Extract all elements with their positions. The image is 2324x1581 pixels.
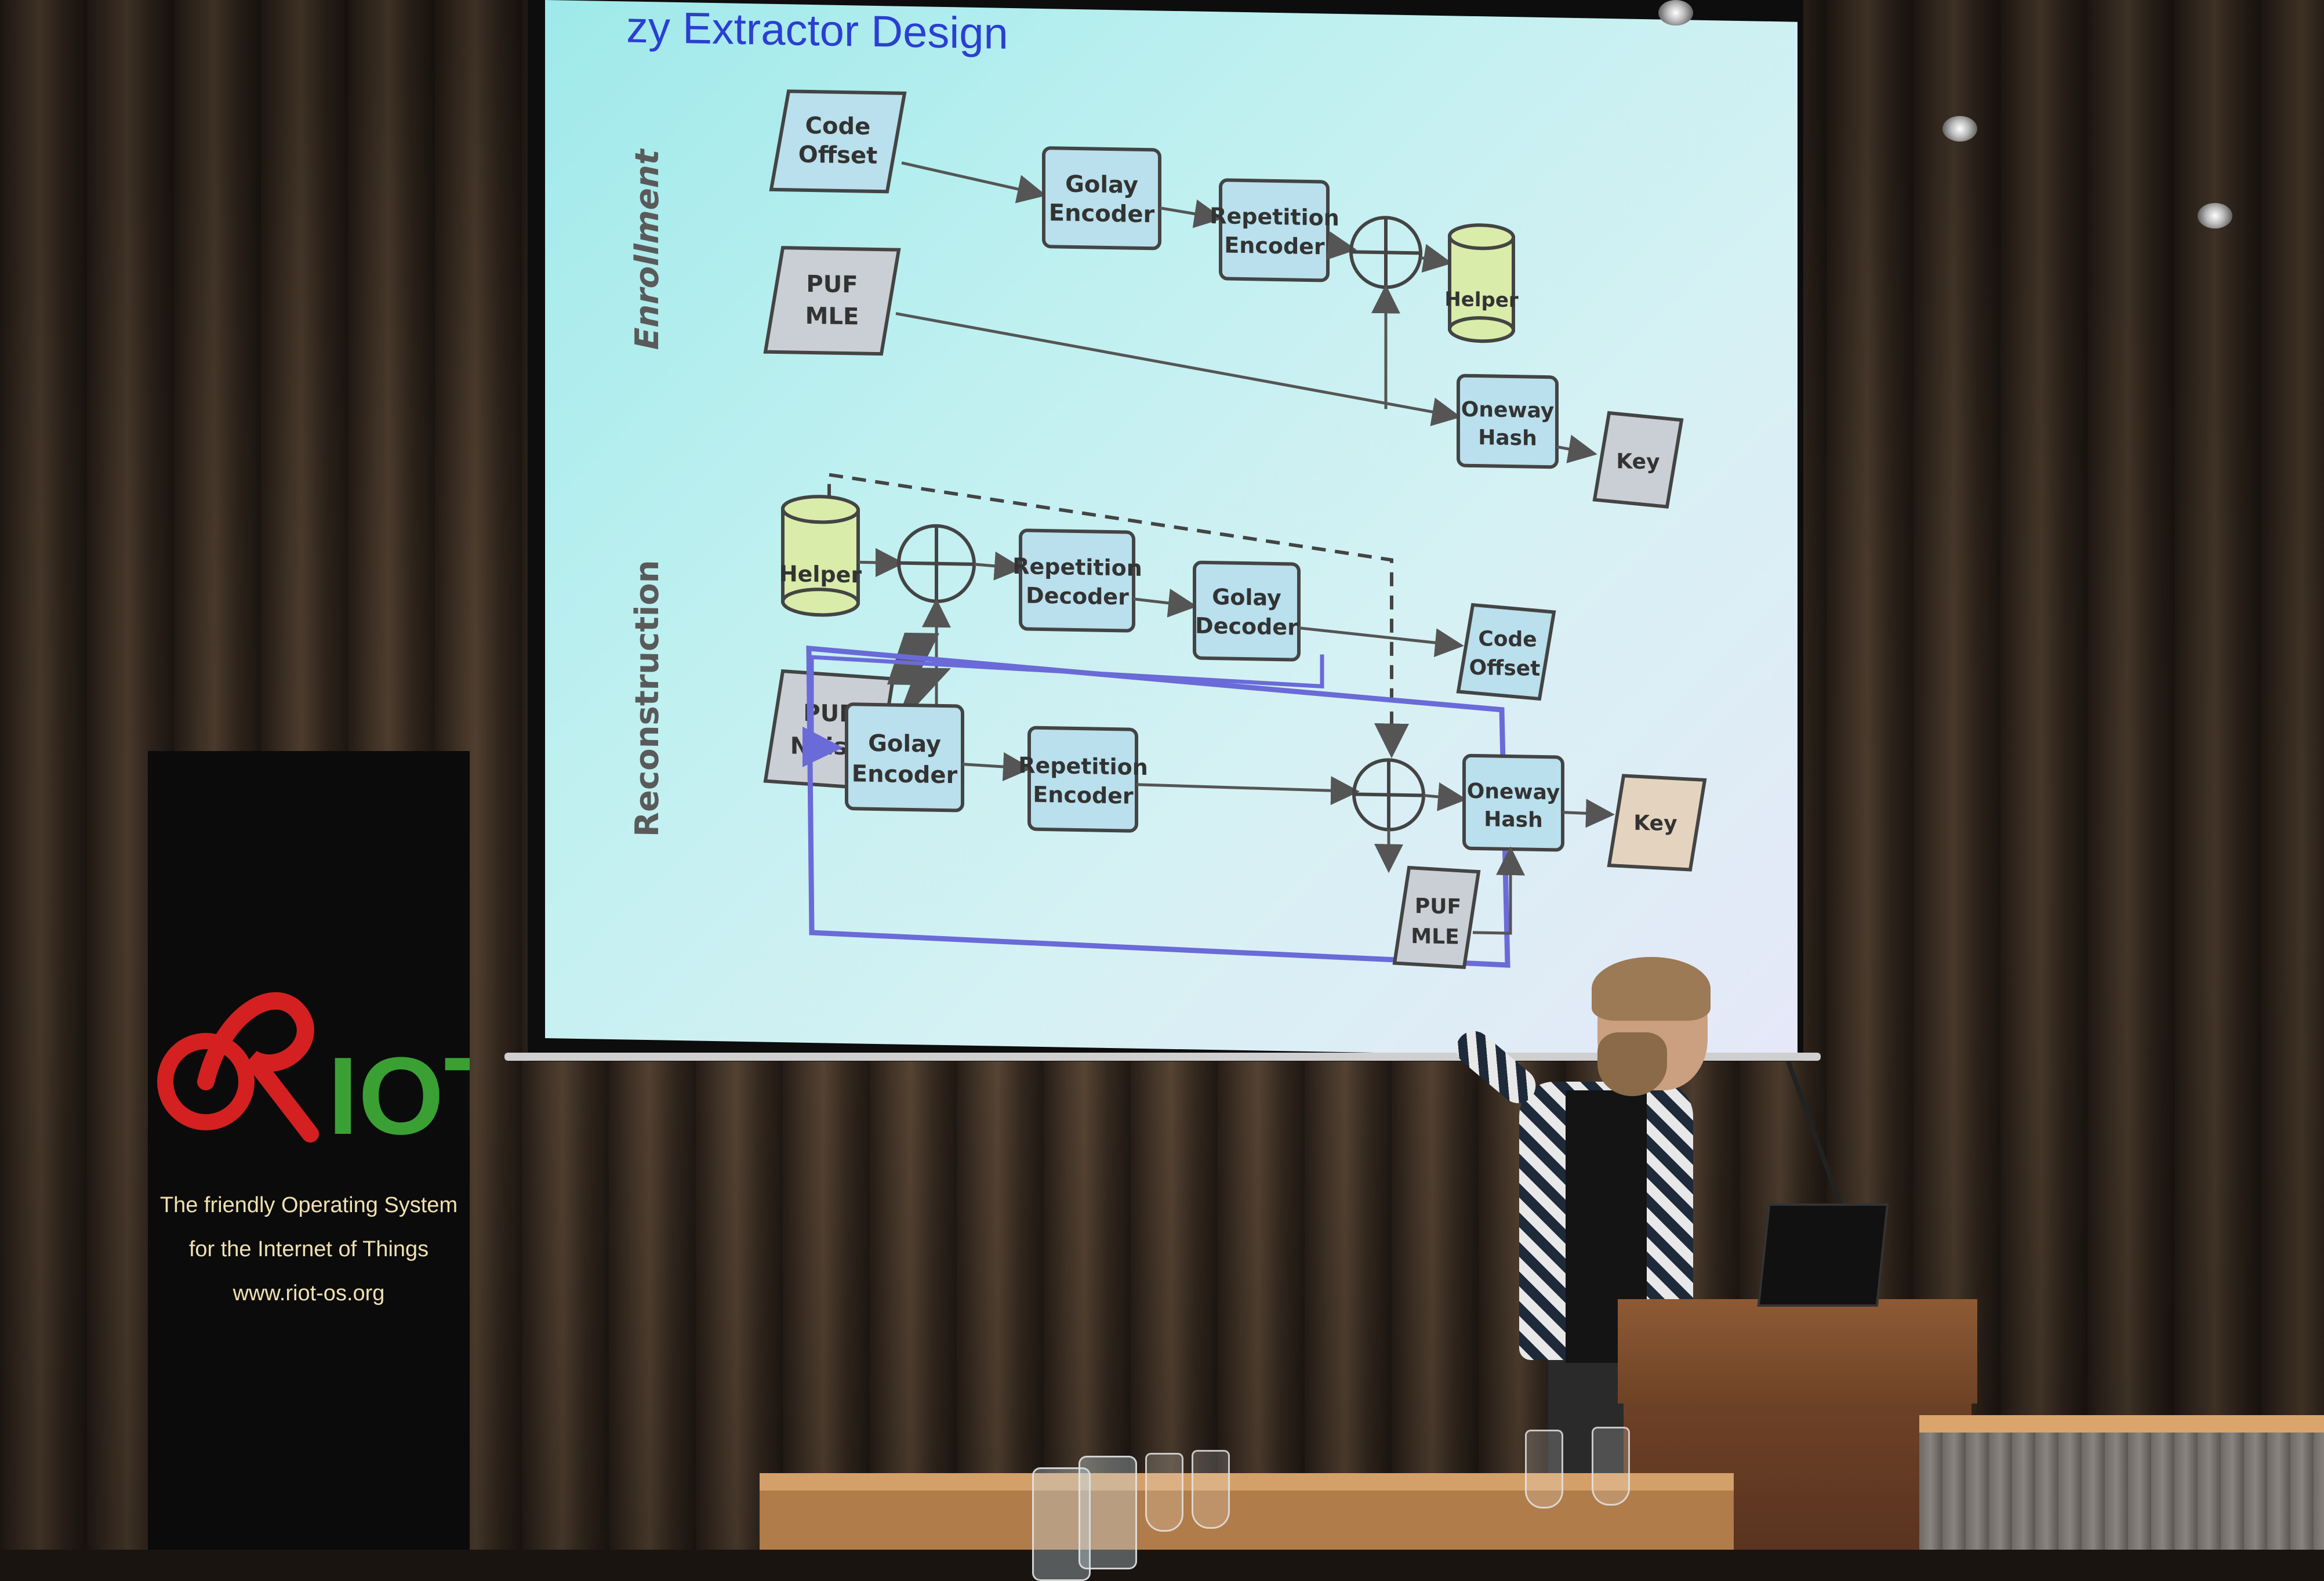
enroll-code-offset: Code Offset <box>769 89 907 194</box>
wine-glass-icon <box>1145 1453 1183 1532</box>
riot-banner: IOT The friendly Operating System for th… <box>148 751 511 1550</box>
svg-text:Golay: Golay <box>1212 584 1281 611</box>
ceiling-spotlight-icon <box>1942 116 1977 142</box>
recon-xor-2-icon <box>1352 758 1425 832</box>
recon-xor-icon <box>897 524 976 603</box>
highlight-box <box>806 646 1510 968</box>
reconstruction-label: Reconstruction <box>629 560 666 837</box>
enrollment-label: Enrollment <box>629 148 666 350</box>
svg-text:Repetition: Repetition <box>1012 553 1142 581</box>
recon-oneway-hash: Oneway Hash <box>1462 753 1564 852</box>
recon-golay-decoder: Golay Decoder <box>1193 560 1301 662</box>
svg-text:MLE: MLE <box>1411 924 1459 949</box>
speaker-beard <box>1597 1032 1667 1096</box>
svg-text:Encoder: Encoder <box>1033 782 1134 809</box>
svg-text:Hash: Hash <box>1484 807 1542 832</box>
speaker-hair <box>1592 957 1711 1021</box>
svg-text:PUF: PUF <box>1415 894 1461 919</box>
enroll-repetition-encoder: Repetition Encoder <box>1210 178 1339 282</box>
wine-glass-icon <box>1592 1427 1630 1506</box>
riot-tagline-line-2: for the Internet of Things <box>188 1237 429 1261</box>
svg-text:Golay: Golay <box>868 730 941 758</box>
svg-text:Code: Code <box>805 113 871 140</box>
svg-text:Key: Key <box>1616 449 1660 474</box>
recon-code-offset: Code Offset <box>1456 603 1556 701</box>
enroll-golay-encoder: Golay Encoder <box>1042 146 1161 251</box>
svg-text:Oneway: Oneway <box>1461 398 1555 423</box>
recon-repetition-decoder: Repetition Decoder <box>1012 528 1142 633</box>
laptop-icon <box>1757 1203 1889 1307</box>
recon-golay-encoder: Golay Encoder <box>845 702 964 813</box>
recon-key: Key <box>1607 774 1707 872</box>
riot-tagline-line-3: www.riot-os.org <box>233 1281 385 1306</box>
enroll-xor-icon <box>1349 216 1422 289</box>
enroll-key: Key <box>1592 411 1684 509</box>
enroll-oneway-hash: Oneway Hash <box>1457 374 1559 469</box>
svg-text:Repetition: Repetition <box>1210 203 1339 231</box>
svg-text:Repetition: Repetition <box>1018 752 1148 780</box>
side-table-skirt <box>1919 1421 2324 1550</box>
ceiling-spotlight-icon <box>1658 0 1693 26</box>
recon-repetition-encoder: Repetition Encoder <box>1018 726 1148 833</box>
enroll-puf-mle: PUF MLE <box>763 246 901 356</box>
svg-text:Decoder: Decoder <box>1026 582 1129 610</box>
wine-glass-icon <box>1525 1430 1563 1509</box>
svg-text:Golay: Golay <box>1065 171 1138 199</box>
svg-text:Helper: Helper <box>1444 288 1519 312</box>
ceiling-spotlight-icon <box>2198 203 2232 229</box>
svg-text:Key: Key <box>1633 811 1677 836</box>
recon-puf-mle: PUF MLE <box>1392 865 1481 969</box>
riot-tagline: The friendly Operating System for the In… <box>148 1183 470 1315</box>
enroll-helper-database-icon: Helper <box>1444 223 1519 343</box>
svg-text:MLE: MLE <box>805 303 859 331</box>
water-jug-icon <box>1079 1456 1137 1569</box>
svg-text:Encoder: Encoder <box>852 760 958 789</box>
wine-glass-icon <box>1192 1450 1230 1529</box>
riot-tagline-line-1: The friendly Operating System <box>159 1193 458 1217</box>
svg-text:Code: Code <box>1478 627 1537 652</box>
projection-screen: zy Extractor Design Enrollment Reconstru… <box>545 0 1798 1060</box>
slide-title: zy Extractor Design <box>626 2 1008 58</box>
svg-text:Helper: Helper <box>779 561 862 588</box>
front-table-top <box>760 1473 1734 1491</box>
riot-logo: IOT <box>148 942 511 1188</box>
slide-diagram: zy Extractor Design Enrollment Reconstru… <box>626 2 1707 969</box>
svg-text:Oneway: Oneway <box>1467 779 1560 805</box>
svg-text:PUF: PUF <box>806 271 858 299</box>
svg-text:Hash: Hash <box>1478 426 1537 451</box>
recon-helper-database-icon: Helper <box>779 495 862 617</box>
svg-text:Decoder: Decoder <box>1195 613 1298 640</box>
riot-logo-iot: IOT <box>328 1035 470 1158</box>
svg-text:Offset: Offset <box>1469 656 1541 681</box>
podium-top <box>1618 1299 1977 1404</box>
svg-text:Encoder: Encoder <box>1049 200 1155 228</box>
side-table-top <box>1919 1415 2324 1433</box>
svg-text:Encoder: Encoder <box>1224 232 1325 259</box>
svg-text:Offset: Offset <box>798 142 877 169</box>
